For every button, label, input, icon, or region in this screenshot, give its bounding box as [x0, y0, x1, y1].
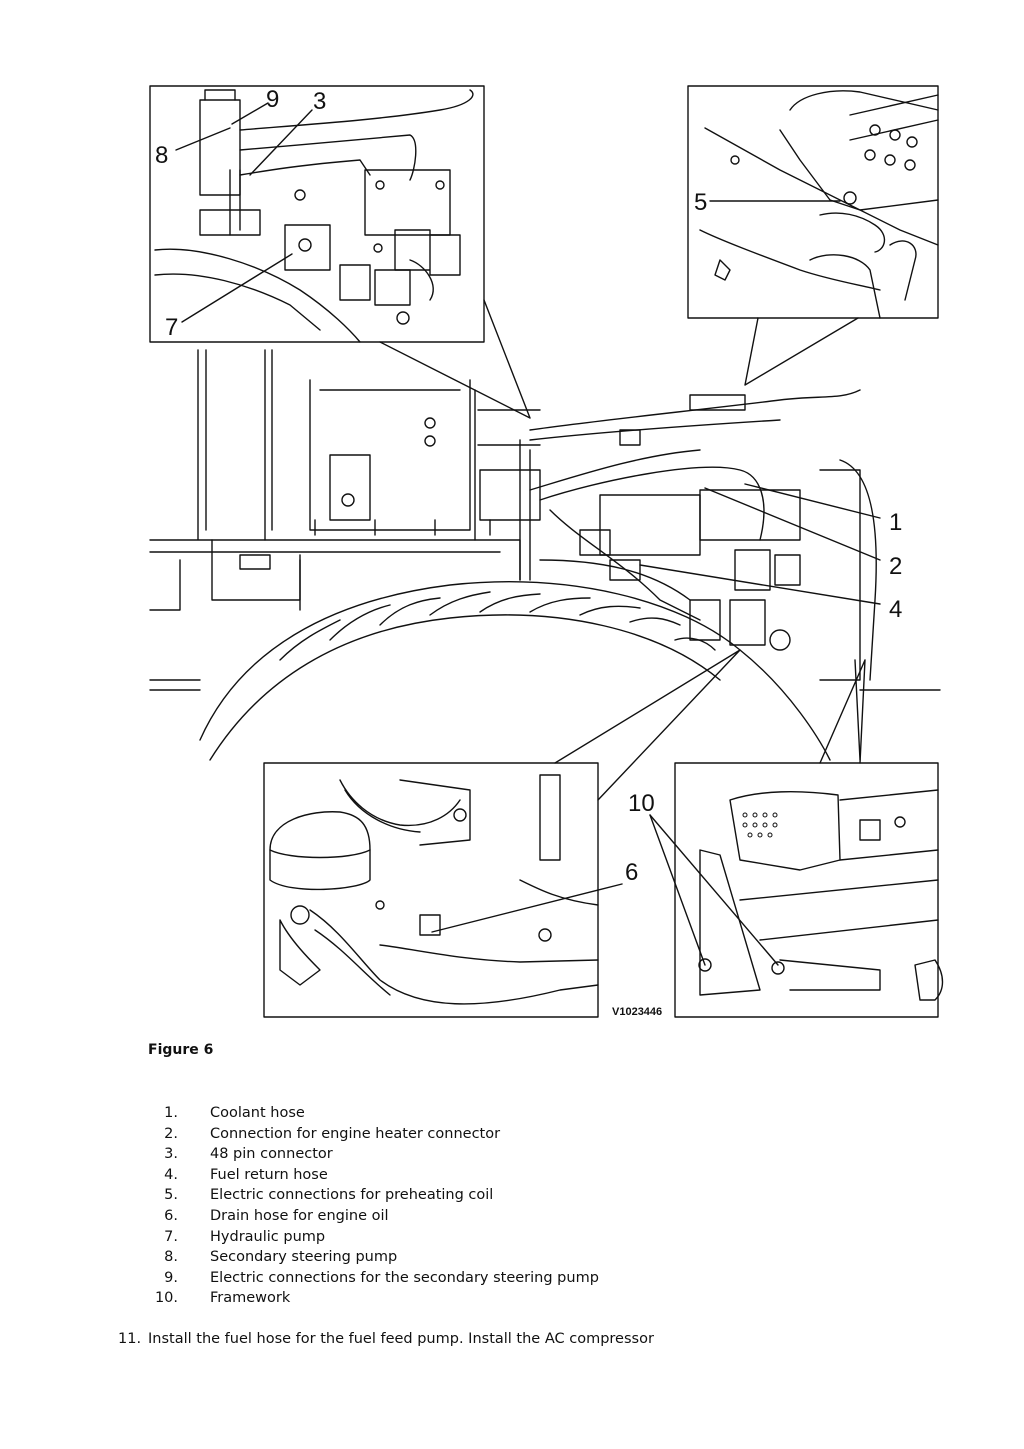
legend-item: 5. Electric connections for preheating co…: [148, 1185, 599, 1206]
callout-3: 3: [313, 88, 326, 115]
legend-item: 10. Framework: [148, 1288, 599, 1309]
legend-text: Hydraulic pump: [210, 1228, 326, 1245]
callout-2: 2: [889, 553, 902, 580]
callout-7: 7: [165, 314, 178, 341]
legend-number: 10.: [154, 1290, 178, 1307]
inset-top-right: [687, 85, 939, 319]
legend-text: Connection for engine heater connector: [210, 1125, 501, 1142]
legend-number: 8.: [164, 1249, 178, 1266]
callout-numbers: 9 3 8 7 5 1 2 4 10 6 V1023446: [155, 86, 902, 1018]
legend-text: Fuel return hose: [210, 1166, 328, 1183]
callout-6: 6: [625, 859, 638, 886]
callout-8: 8: [155, 142, 168, 169]
legend-item: 1. Coolant hose: [148, 1103, 599, 1124]
legend-number: 7.: [164, 1228, 178, 1245]
legend-number: 4.: [164, 1166, 178, 1183]
callout-9: 9: [266, 86, 279, 113]
legend-item: 8. Secondary steering pump: [148, 1247, 599, 1268]
legend-item: 6. Drain hose for engine oil: [148, 1206, 599, 1227]
inset-bottom-left: [263, 762, 599, 1018]
legend-text: Drain hose for engine oil: [210, 1207, 389, 1224]
callout-4: 4: [889, 596, 902, 623]
leader-lines: [175, 102, 881, 966]
legend-item: 3. 48 pin connector: [148, 1144, 599, 1165]
legend-number: 1.: [164, 1105, 178, 1121]
legend-text: Framework: [210, 1290, 291, 1307]
legend-number: 9.: [164, 1269, 178, 1286]
legend-number: 3.: [164, 1146, 178, 1163]
main-view: [149, 349, 941, 761]
callout-10: 10: [628, 790, 655, 817]
inset-bottom-right: [674, 762, 944, 1018]
step-number: 11.: [118, 1331, 142, 1347]
legend-list: 1. Coolant hose 2. Connection for engine h…: [148, 1103, 599, 1309]
legend-number: 5.: [164, 1187, 178, 1204]
inset-top-left: [149, 85, 485, 343]
legend-text: Electric connections for preheating coil: [210, 1187, 494, 1204]
inset-connector-lines: [379, 299, 866, 801]
legend-text: Coolant hose: [210, 1105, 305, 1121]
instruction-step: 11. Install the fuel hose for the fuel fe…: [118, 1331, 654, 1347]
figure-caption: Figure 6: [148, 1042, 214, 1058]
legend-item: 7. Hydraulic pump: [148, 1227, 599, 1248]
engine-illustration: 9 3 8 7 5 1 2 4 10 6 V1023446: [149, 85, 944, 1018]
step-text: Install the fuel hose for the fuel feed …: [148, 1331, 654, 1347]
legend-text: 48 pin connector: [210, 1146, 333, 1163]
legend-text: Electric connections for the secondary s…: [210, 1269, 599, 1286]
callout-5: 5: [694, 189, 707, 216]
legend-item: 4. Fuel return hose: [148, 1165, 599, 1186]
callout-1: 1: [889, 509, 902, 536]
legend-number: 2.: [164, 1125, 178, 1142]
image-code: V1023446: [612, 1006, 662, 1018]
legend-text: Secondary steering pump: [210, 1249, 398, 1266]
legend-item: 2. Connection for engine heater connector: [148, 1124, 599, 1145]
legend-number: 6.: [164, 1207, 178, 1224]
legend-item: 9. Electric connections for the secondary…: [148, 1268, 599, 1289]
